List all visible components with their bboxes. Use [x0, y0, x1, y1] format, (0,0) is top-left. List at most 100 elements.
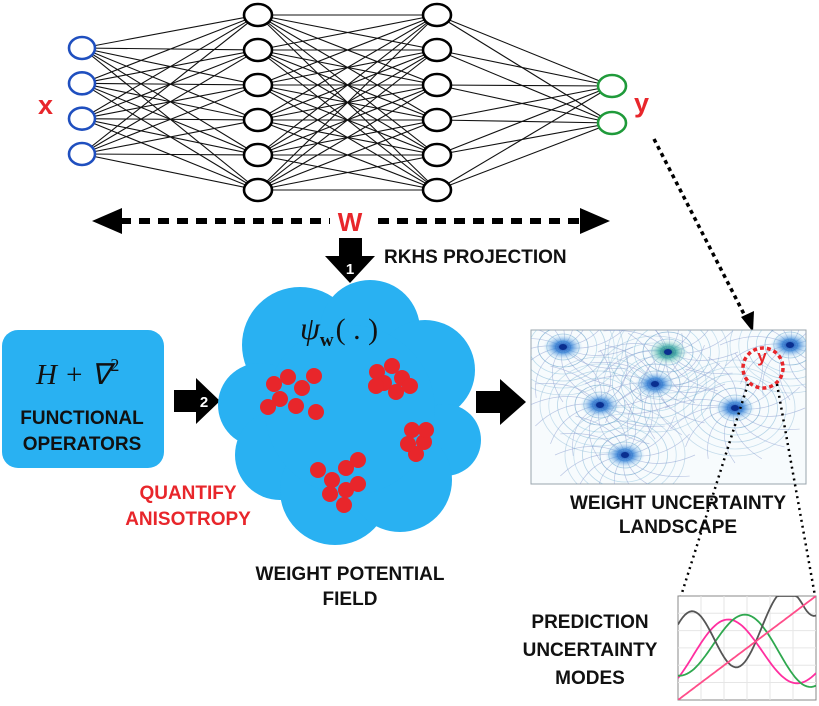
- network-connection: [436, 122, 613, 191]
- network-connection: [257, 14, 438, 51]
- network-connection: [81, 14, 259, 120]
- weight-sample-dot: [288, 398, 304, 414]
- network-connection: [436, 119, 613, 124]
- network-connection: [257, 49, 438, 191]
- arrowhead-left-icon: [92, 208, 122, 234]
- weight-sample-dot: [384, 358, 400, 374]
- contour-line: [683, 366, 787, 450]
- contour-line: [564, 406, 686, 484]
- weight-sample-dot: [260, 399, 276, 415]
- neuron: [421, 177, 453, 203]
- potential-well-core: [664, 349, 672, 355]
- step2-arrow: 2: [174, 378, 220, 424]
- contour-line: [607, 330, 729, 401]
- zoom-lines: [679, 383, 817, 597]
- landscape-marker-ring: [741, 346, 785, 390]
- network-connection: [436, 85, 613, 191]
- network-connection: [81, 153, 259, 156]
- weight-sample-dot: [294, 380, 310, 396]
- weight-sample-dot: [338, 482, 354, 498]
- contour-line: [747, 330, 806, 380]
- contour-line: [755, 330, 806, 373]
- contour-line: [594, 335, 716, 433]
- operators-line1: FUNCTIONAL: [20, 408, 144, 429]
- landscape-caption-line2: LANDSCAPE: [619, 517, 737, 538]
- uncertainty-landscape: y: [530, 329, 807, 485]
- neuron: [421, 107, 453, 133]
- potential-well-core: [651, 381, 659, 387]
- weight-sample-dot: [336, 497, 352, 513]
- weight-samples: [260, 358, 434, 513]
- output-to-landscape-arrow: [652, 138, 754, 332]
- network-connection: [257, 14, 438, 156]
- weight-sample-dot: [306, 368, 322, 384]
- landscape-contours: [531, 330, 806, 484]
- output-label: y: [634, 88, 649, 118]
- contour-line: [531, 330, 606, 382]
- weights-span-arrow: [92, 208, 610, 234]
- neuron: [67, 106, 97, 131]
- modes-caption-line2: UNCERTAINTY: [523, 640, 658, 661]
- network-connection: [81, 14, 259, 84]
- neuron: [242, 2, 274, 28]
- weight-sample-dot: [266, 376, 282, 392]
- contour-line: [729, 330, 806, 394]
- anisotropy-line2: ANISOTROPY: [125, 509, 251, 530]
- landscape-marker: y: [757, 347, 767, 366]
- down-arrow-icon: [325, 238, 375, 283]
- mode-curve: [678, 613, 816, 688]
- neuron: [596, 110, 628, 136]
- landscape-arrow-icon: [476, 379, 526, 425]
- neuron: [67, 35, 97, 61]
- input-label: x: [38, 90, 53, 120]
- neuron: [421, 37, 453, 63]
- weight-sample-dot: [350, 452, 366, 468]
- weight-sample-dot: [350, 476, 366, 492]
- potential-well-core: [786, 342, 794, 348]
- contour-line: [531, 330, 615, 389]
- step1-number: 1: [346, 261, 354, 278]
- neuron: [67, 71, 97, 96]
- weights-label: W: [338, 207, 363, 237]
- network-connection: [436, 49, 613, 87]
- weight-sample-dot: [338, 460, 354, 476]
- mode-curve: [678, 596, 816, 700]
- potential-well-core: [559, 344, 567, 350]
- weight-sample-dot: [324, 472, 340, 488]
- weight-sample-dot: [388, 384, 404, 400]
- weight-sample-dot: [402, 378, 418, 394]
- neuron: [596, 73, 628, 99]
- network-connection: [257, 119, 438, 191]
- weight-sample-dot: [368, 378, 384, 394]
- mode-curve: [678, 596, 816, 669]
- step1-arrow: 1: [325, 238, 375, 283]
- network-neurons: [67, 2, 628, 203]
- contour-line: [692, 373, 778, 443]
- neuron: [242, 72, 274, 98]
- potential-well-core: [596, 402, 604, 408]
- network-connection: [436, 14, 613, 124]
- landscape-caption-line1: WEIGHT UNCERTAINTY: [570, 493, 786, 514]
- step1-label: RKHS PROJECTION: [384, 247, 567, 268]
- contour-line: [557, 370, 643, 440]
- weight-sample-dot: [322, 486, 338, 502]
- weight-sample-dot: [280, 369, 296, 385]
- weight-sample-dot: [400, 436, 416, 452]
- neuron: [421, 2, 453, 28]
- right-arrow-icon: [174, 378, 220, 424]
- contour-line: [573, 413, 677, 484]
- mode-curve: [678, 618, 816, 685]
- network-connection: [436, 84, 613, 124]
- neuron: [242, 37, 274, 63]
- weight-sample-dot: [272, 391, 288, 407]
- network-connection: [81, 153, 259, 191]
- contour-line: [590, 427, 660, 483]
- network-connection: [81, 49, 259, 155]
- operators-formula: H + ∇2: [35, 355, 119, 391]
- neuron: [242, 142, 274, 168]
- operators-line2: OPERATORS: [23, 434, 142, 455]
- modes-caption-line3: MODES: [555, 668, 625, 689]
- contour-line: [674, 359, 796, 457]
- operators-box: [2, 330, 164, 468]
- network-connection: [436, 85, 613, 156]
